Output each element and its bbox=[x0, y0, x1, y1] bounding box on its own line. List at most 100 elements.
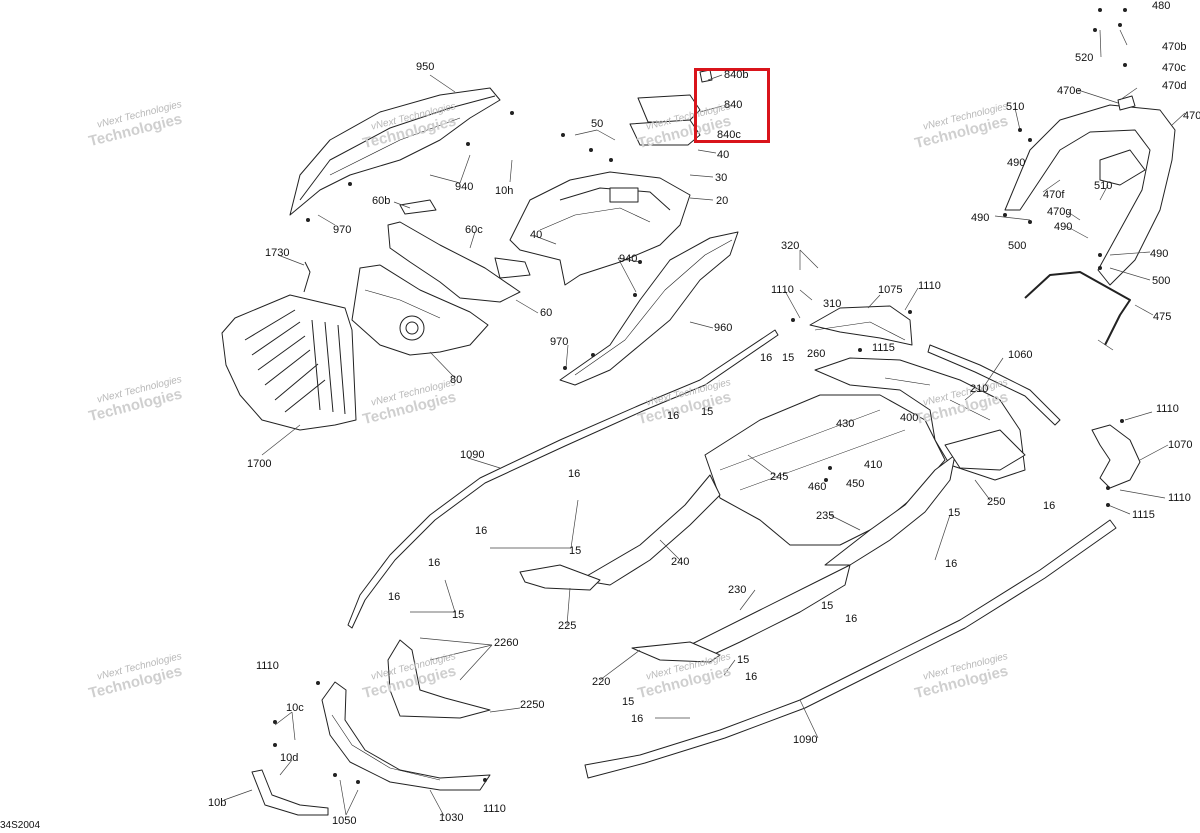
callout-1060[interactable]: 1060 bbox=[1008, 349, 1033, 361]
callout-460[interactable]: 460 bbox=[808, 481, 827, 493]
callout-1110-e[interactable]: 1110 bbox=[256, 660, 279, 672]
callout-2260[interactable]: 2260 bbox=[494, 637, 519, 649]
callout-960[interactable]: 960 bbox=[714, 322, 733, 334]
callout-475[interactable]: 475 bbox=[1153, 311, 1172, 323]
callout-1070[interactable]: 1070 bbox=[1168, 439, 1193, 451]
callout-500-b[interactable]: 500 bbox=[1152, 275, 1171, 287]
callout-1700[interactable]: 1700 bbox=[247, 458, 272, 470]
callout-520[interactable]: 520 bbox=[1075, 52, 1094, 64]
callout-410[interactable]: 410 bbox=[864, 459, 883, 471]
diagram-reference-code: 34S2004 bbox=[0, 820, 41, 831]
callout-1110-c[interactable]: 1110 bbox=[1156, 403, 1179, 415]
callout-15-c[interactable]: 15 bbox=[569, 545, 582, 557]
callout-510[interactable]: 510 bbox=[1006, 101, 1025, 113]
callout-16-i[interactable]: 16 bbox=[845, 613, 858, 625]
callout-16-e[interactable]: 16 bbox=[1043, 500, 1056, 512]
callout-235[interactable]: 235 bbox=[816, 510, 835, 522]
part-230-side-mat bbox=[689, 564, 851, 657]
callout-16-k[interactable]: 16 bbox=[631, 713, 644, 725]
callout-16-c[interactable]: 16 bbox=[568, 468, 581, 480]
callout-310[interactable]: 310 bbox=[823, 298, 842, 310]
callout-240[interactable]: 240 bbox=[671, 556, 690, 568]
callout-15[interactable]: 15 bbox=[782, 352, 795, 364]
part-960-side-panel bbox=[559, 231, 739, 386]
callout-970[interactable]: 970 bbox=[333, 224, 352, 236]
callout-500[interactable]: 500 bbox=[1008, 240, 1027, 252]
callout-400[interactable]: 400 bbox=[900, 412, 919, 424]
callout-470e[interactable]: 470e bbox=[1057, 85, 1082, 97]
callout-940-b[interactable]: 940 bbox=[619, 253, 638, 265]
callout-1115[interactable]: 1115 bbox=[872, 342, 895, 354]
callout-10b[interactable]: 10b bbox=[208, 797, 227, 809]
callout-15-f[interactable]: 15 bbox=[821, 600, 834, 612]
callout-16-f[interactable]: 16 bbox=[945, 558, 958, 570]
callout-450[interactable]: 450 bbox=[846, 478, 865, 490]
callout-510-b[interactable]: 510 bbox=[1094, 180, 1113, 192]
callout-245[interactable]: 245 bbox=[770, 471, 789, 483]
callout-15-d[interactable]: 15 bbox=[948, 507, 961, 519]
part-1090-gunwale-rail-right bbox=[584, 519, 1117, 779]
callout-260[interactable]: 260 bbox=[807, 348, 826, 360]
callout-2250[interactable]: 2250 bbox=[520, 699, 545, 711]
callout-1090-b[interactable]: 1090 bbox=[793, 734, 818, 746]
callout-1075[interactable]: 1075 bbox=[878, 284, 903, 296]
callout-490-c[interactable]: 490 bbox=[1054, 221, 1073, 233]
callout-20[interactable]: 20 bbox=[716, 195, 729, 207]
callout-470f[interactable]: 470f bbox=[1043, 189, 1065, 201]
callout-430[interactable]: 430 bbox=[836, 418, 855, 430]
callout-15-b[interactable]: 15 bbox=[701, 406, 714, 418]
callout-840[interactable]: 840 bbox=[724, 99, 743, 111]
callout-1110-d[interactable]: 1110 bbox=[1168, 492, 1191, 504]
callout-480[interactable]: 480 bbox=[1152, 0, 1171, 12]
callout-490[interactable]: 490 bbox=[1007, 157, 1026, 169]
callout-80[interactable]: 80 bbox=[450, 374, 463, 386]
callout-1110[interactable]: 1110 bbox=[771, 284, 794, 296]
callout-970-b[interactable]: 970 bbox=[550, 336, 569, 348]
callout-230[interactable]: 230 bbox=[728, 584, 747, 596]
callout-1110-f[interactable]: 1110 bbox=[483, 803, 506, 815]
callout-50[interactable]: 50 bbox=[591, 118, 604, 130]
callout-1110-b[interactable]: 1110 bbox=[918, 280, 941, 292]
callout-320[interactable]: 320 bbox=[781, 240, 800, 252]
callout-16-b[interactable]: 16 bbox=[667, 410, 680, 422]
callout-60c[interactable]: 60c bbox=[465, 224, 483, 236]
callout-16-g[interactable]: 16 bbox=[428, 557, 441, 569]
callout-490-b[interactable]: 490 bbox=[971, 212, 990, 224]
callout-30[interactable]: 30 bbox=[715, 172, 728, 184]
callout-15-h[interactable]: 15 bbox=[622, 696, 635, 708]
part-1030-front-bumper bbox=[321, 681, 491, 791]
callout-15-g[interactable]: 15 bbox=[737, 654, 750, 666]
callout-490-d[interactable]: 490 bbox=[1150, 248, 1169, 260]
callout-1050[interactable]: 1050 bbox=[332, 815, 357, 827]
callout-220[interactable]: 220 bbox=[592, 676, 611, 688]
callout-10d[interactable]: 10d bbox=[280, 752, 299, 764]
callout-1030[interactable]: 1030 bbox=[439, 812, 464, 824]
part-235-side-deck-mat bbox=[824, 454, 956, 566]
callout-40-b[interactable]: 40 bbox=[530, 229, 543, 241]
callout-16-d[interactable]: 16 bbox=[475, 525, 488, 537]
callout-40[interactable]: 40 bbox=[717, 149, 730, 161]
callout-16[interactable]: 16 bbox=[760, 352, 773, 364]
callout-15-e[interactable]: 15 bbox=[452, 609, 465, 621]
callout-1730[interactable]: 1730 bbox=[265, 247, 290, 259]
callout-940[interactable]: 940 bbox=[455, 181, 474, 193]
callout-470g[interactable]: 470g bbox=[1047, 206, 1072, 218]
callout-470d[interactable]: 470d bbox=[1162, 80, 1187, 92]
callout-10h[interactable]: 10h bbox=[495, 185, 514, 197]
callout-470[interactable]: 470 bbox=[1183, 110, 1200, 122]
callout-60[interactable]: 60 bbox=[540, 307, 553, 319]
callout-470b[interactable]: 470b bbox=[1162, 41, 1187, 53]
callout-470c[interactable]: 470c bbox=[1162, 62, 1186, 74]
callout-840b[interactable]: 840b bbox=[724, 69, 749, 81]
callout-225[interactable]: 225 bbox=[558, 620, 577, 632]
callout-1090[interactable]: 1090 bbox=[460, 449, 485, 461]
callout-60b[interactable]: 60b bbox=[372, 195, 391, 207]
callout-10c[interactable]: 10c bbox=[286, 702, 304, 714]
callout-16-j[interactable]: 16 bbox=[745, 671, 758, 683]
callout-250[interactable]: 250 bbox=[987, 496, 1006, 508]
callout-840c[interactable]: 840c bbox=[717, 129, 741, 141]
callout-210[interactable]: 210 bbox=[970, 383, 989, 395]
callout-1115-b[interactable]: 1115 bbox=[1132, 509, 1155, 521]
callout-950[interactable]: 950 bbox=[416, 61, 435, 73]
callout-16-h[interactable]: 16 bbox=[388, 591, 401, 603]
